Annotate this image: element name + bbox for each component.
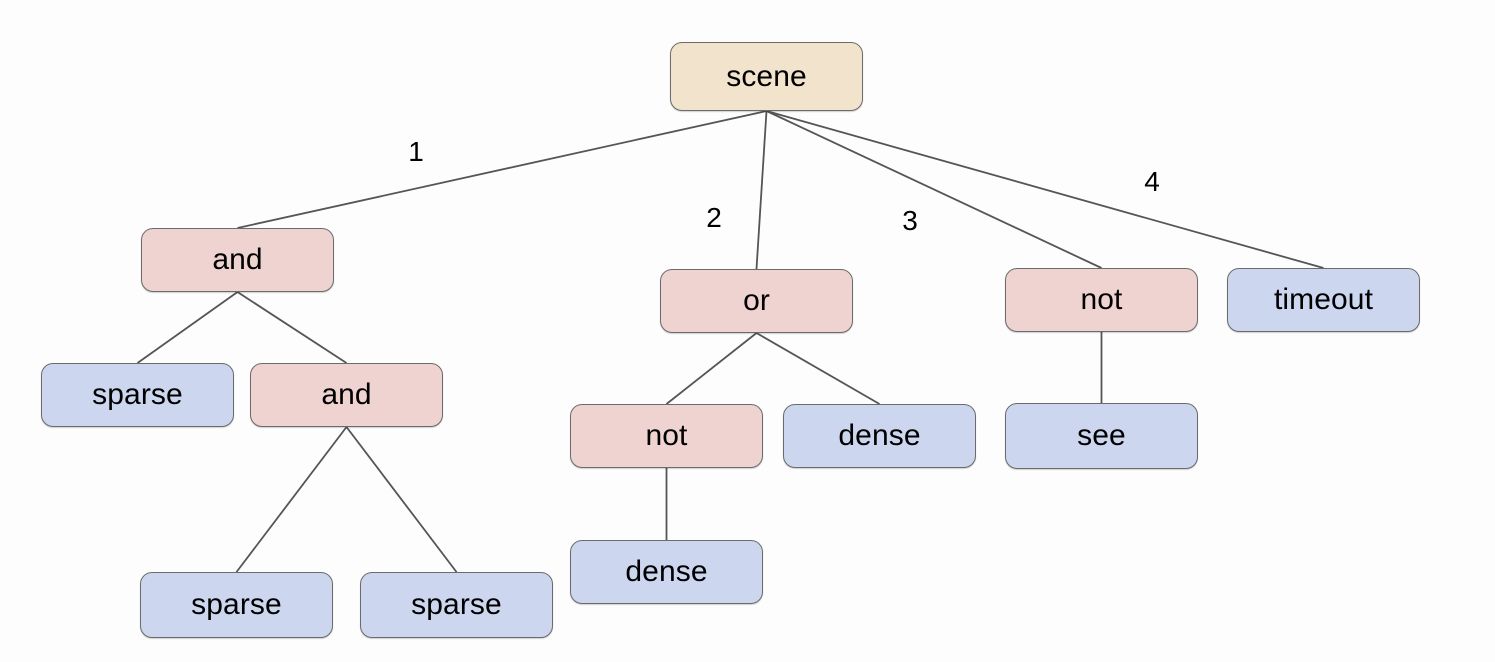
tree-node-dense1[interactable]: dense — [783, 404, 976, 468]
tree-edge — [665, 332, 758, 405]
tree-edge — [766, 110, 1102, 269]
tree-edge — [136, 291, 239, 364]
tree-node-not2[interactable]: not — [1005, 268, 1198, 332]
tree-edge — [237, 291, 347, 364]
tree-node-label: sparse — [191, 588, 282, 621]
tree-node-label: dense — [625, 555, 708, 588]
tree-node-label: see — [1077, 419, 1126, 452]
tree-edge — [237, 110, 767, 229]
tree-edge — [345, 426, 458, 573]
tree-node-sparse2[interactable]: sparse — [140, 572, 333, 638]
tree-node-label: or — [743, 284, 770, 317]
tree-node-scene[interactable]: scene — [670, 42, 863, 111]
tree-node-label: sparse — [92, 378, 183, 411]
edge-label: 2 — [706, 202, 722, 233]
tree-node-label: timeout — [1273, 283, 1374, 316]
tree-node-label: dense — [838, 419, 921, 452]
edge-label: 1 — [408, 136, 424, 167]
tree-edge — [756, 332, 880, 405]
tree-node-and1[interactable]: and — [141, 228, 334, 292]
tree-node-timeout1[interactable]: timeout — [1227, 268, 1420, 332]
tree-edge — [755, 110, 768, 270]
tree-edge — [235, 426, 348, 573]
edge-label: 4 — [1144, 166, 1160, 197]
tree-edge — [766, 110, 1324, 269]
tree-node-label: and — [212, 243, 263, 276]
tree-node-label: not — [645, 419, 688, 452]
tree-node-or1[interactable]: or — [660, 269, 853, 333]
tree-node-not1[interactable]: not — [570, 404, 763, 468]
tree-node-label: sparse — [411, 588, 502, 621]
tree-node-label: and — [321, 378, 372, 411]
edge-label: 3 — [902, 205, 918, 236]
tree-node-label: not — [1080, 283, 1123, 316]
tree-node-see1[interactable]: see — [1005, 403, 1198, 469]
tree-node-and2[interactable]: and — [250, 363, 443, 427]
tree-node-sparse3[interactable]: sparse — [360, 572, 553, 638]
tree-node-label: scene — [726, 59, 807, 93]
tree-node-dense2[interactable]: dense — [570, 540, 763, 604]
tree-node-sparse1[interactable]: sparse — [41, 363, 234, 427]
